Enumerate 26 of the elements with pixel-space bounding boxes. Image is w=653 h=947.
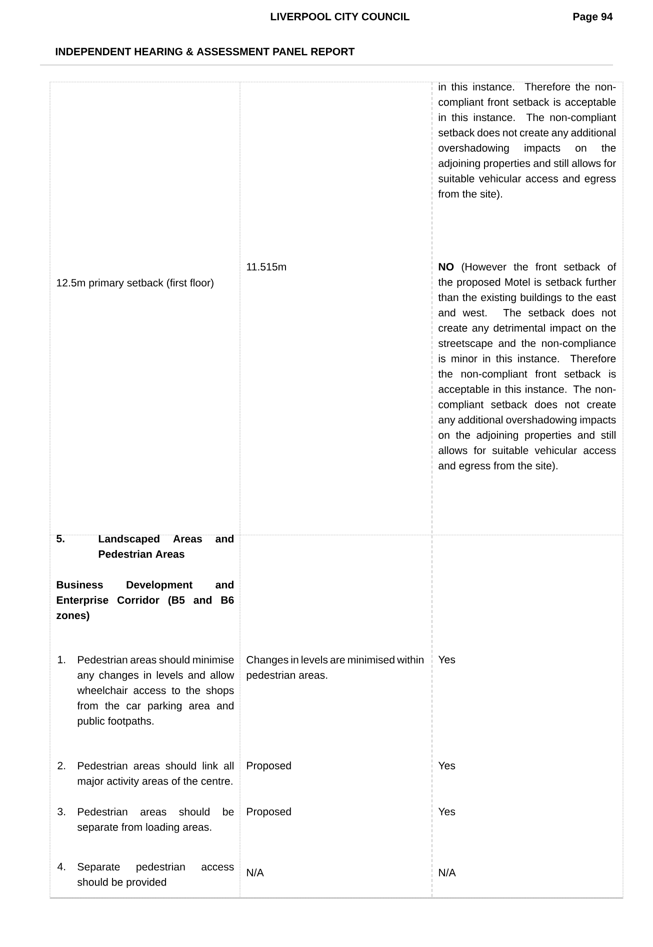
cell-text: Yes — [438, 808, 456, 816]
cell-text: NO (However the front setback of the proposed Motel is setback further than the existing buildings to the east and west. The setback does not create any detrimental impact on the streetscape and the non-compliance is minor in this instance. Therefore the non-compliant front setback is acceptable in this instance. The non-compliant setback does not create any additional overshadowing impacts on the adjoining properties and still allows for suitable vehicular access and egress from the site). — [438, 262, 616, 472]
cell-text: 11.515m — [247, 263, 286, 271]
section-heading: Business Development and Enterprise Corridor (B5 and B6 zones) — [56, 580, 234, 622]
cell-text: 12.5m primary setback (first floor) — [57, 278, 214, 289]
list-number: 1. — [58, 656, 66, 664]
cell-text: Pedestrian areas should link all major activity areas of the centre. — [78, 762, 234, 787]
section-heading: Landscaped Areas and Pedestrian Areas — [98, 534, 234, 558]
list-number: 4. — [57, 862, 66, 870]
cell-text: Proposed — [247, 808, 291, 818]
page-header: LIVERPOOL CITY COUNCIL — [270, 12, 410, 20]
cell-text: Separate pedestrian access should be provided — [78, 862, 234, 888]
cell-text: Yes — [438, 762, 456, 770]
cell-text: Proposed — [247, 762, 291, 772]
cell-text: Changes in levels are minimised within pedestrian areas. — [246, 656, 424, 681]
list-number: 3. — [58, 808, 66, 816]
cell-text: Pedestrian areas should minimise any changes in levels and allow wheelchair access to the shops from the car parking area and public footpaths. — [77, 656, 234, 727]
list-number: 2. — [58, 762, 66, 770]
cell-text: in this instance. Therefore the non-compliant front setback is acceptable in this instance. The non-compliant setback does not create any additional overshadowing impacts on the adjoining properties and still allows for suitable vehicular access and egress from the site). — [438, 82, 616, 200]
cell-text: Pedestrian areas should be separate from loading areas. — [78, 808, 234, 833]
cell-text: Yes — [438, 656, 456, 664]
list-number: 5. — [56, 534, 64, 542]
cell-text: N/A — [247, 868, 264, 876]
report-title: INDEPENDENT HEARING & ASSESSMENT PANEL REPORT — [56, 48, 355, 56]
cell-text: N/A — [439, 868, 456, 876]
page-number: Page 94 — [573, 12, 613, 22]
